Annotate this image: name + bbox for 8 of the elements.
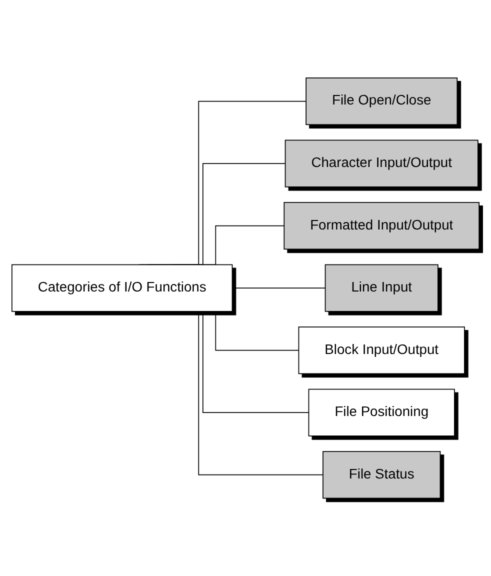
node-box: File Positioning	[308, 388, 455, 436]
node-box: Block Input/Output	[298, 326, 465, 374]
node-box: Character Input/Output	[284, 140, 478, 188]
node-box: File Status	[322, 451, 441, 499]
node-box: Line Input	[324, 264, 438, 312]
node-box: Formatted Input/Output	[284, 202, 480, 250]
node-box: File Open/Close	[306, 77, 458, 125]
node-box: Categories of I/O Functions	[12, 264, 233, 312]
